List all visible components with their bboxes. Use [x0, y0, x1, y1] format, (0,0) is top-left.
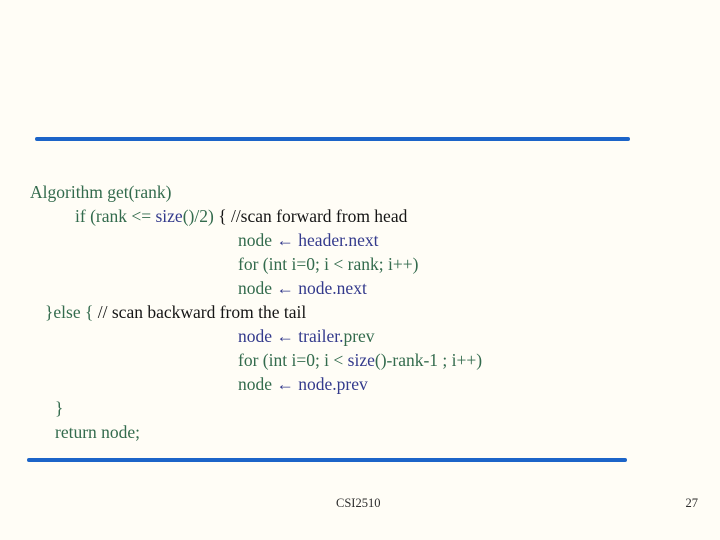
code-token: Algorithm get(rank): [30, 182, 172, 202]
code-token: size: [155, 206, 183, 226]
code-token: for (int i=0; i <: [238, 350, 348, 370]
code-token: return node;: [55, 422, 141, 442]
code-token: ()/2): [182, 206, 219, 226]
code-token: }: [55, 398, 64, 418]
code-line: for (int i=0; i < size()-rank-1 ; i++): [30, 348, 690, 372]
code-line: }: [30, 396, 690, 420]
code-line: for (int i=0; i < rank; i++): [30, 252, 690, 276]
code-token: node: [238, 230, 277, 250]
top-horizontal-rule: [35, 137, 630, 141]
code-line: }else { // scan backward from the tail: [30, 300, 690, 324]
code-line: Algorithm get(rank): [30, 180, 690, 204]
code-token: ← node.prev: [276, 374, 368, 394]
code-token: prev: [343, 326, 375, 346]
algorithm-code-block: Algorithm get(rank)if (rank <= size()/2)…: [30, 180, 690, 444]
slide-footer: CSI2510 27: [0, 496, 720, 514]
code-line: node ← node.next: [30, 276, 690, 300]
footer-course-label: CSI2510: [336, 496, 381, 510]
code-token: for (int i=0; i < rank; i++): [238, 254, 419, 274]
code-line: node ← header.next: [30, 228, 690, 252]
footer-page-number: 27: [685, 496, 699, 510]
code-token: ← header.next: [276, 230, 379, 250]
code-token: { //scan forward from head: [218, 206, 408, 226]
code-token: size: [347, 350, 375, 370]
code-token: node ← trailer.: [238, 326, 344, 346]
code-line: if (rank <= size()/2) { //scan forward f…: [30, 204, 690, 228]
code-line: node ← node.prev: [30, 372, 690, 396]
bottom-horizontal-rule: [27, 458, 627, 462]
code-token: node: [238, 278, 277, 298]
code-token: node: [238, 374, 277, 394]
code-token: }else {: [45, 302, 98, 322]
code-token: ()-rank-1 ; i++): [374, 350, 483, 370]
code-token: // scan backward from the tail: [97, 302, 307, 322]
code-token: if (rank <=: [75, 206, 156, 226]
code-token: ← node.next: [276, 278, 367, 298]
code-line: node ← trailer.prev: [30, 324, 690, 348]
code-line: return node;: [30, 420, 690, 444]
